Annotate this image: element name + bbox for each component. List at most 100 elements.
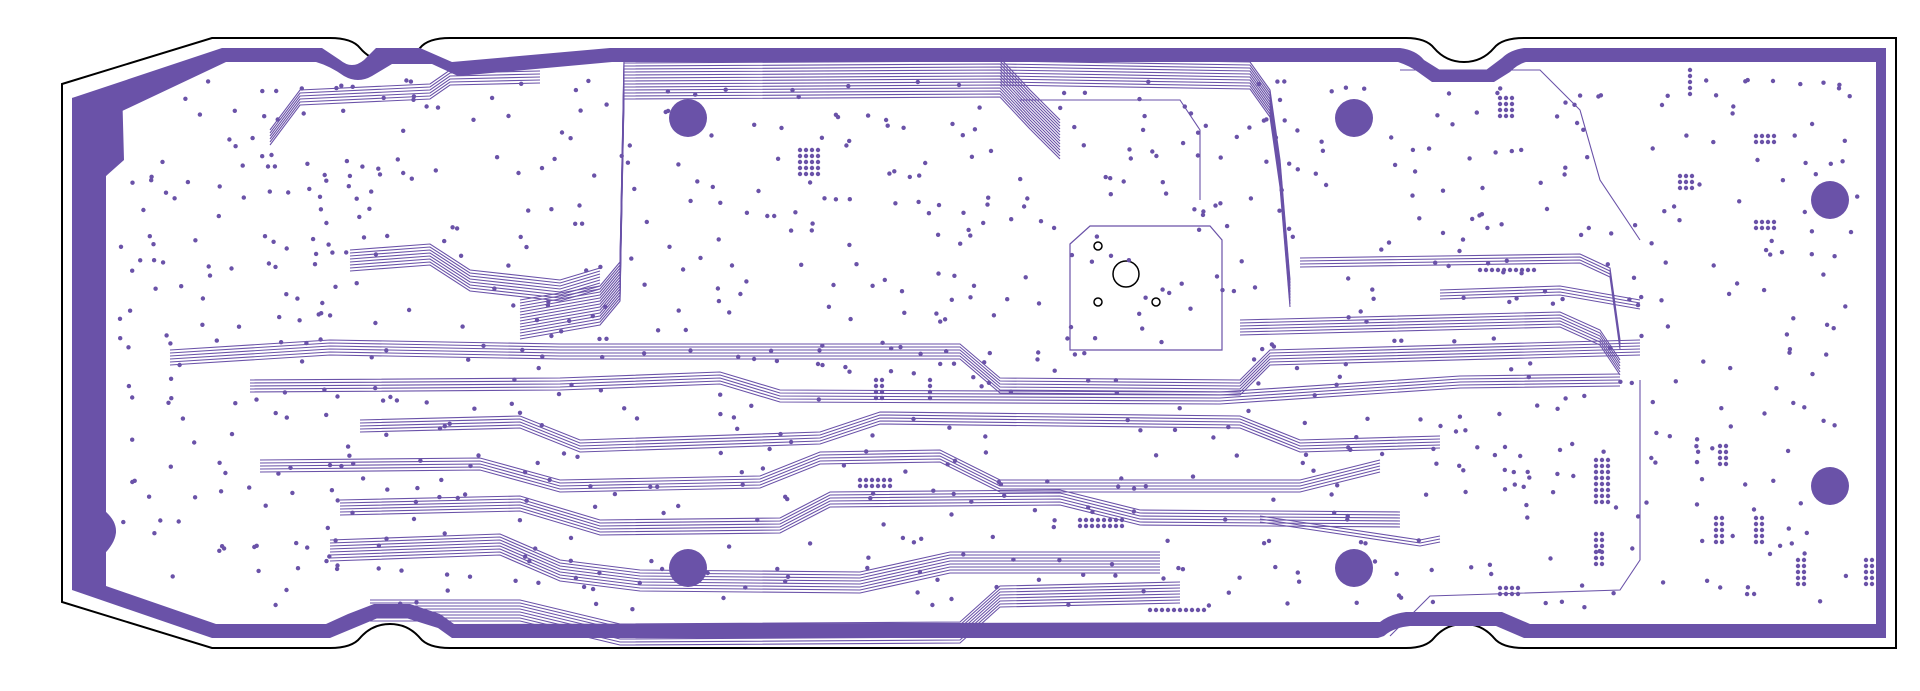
via [1450, 122, 1455, 127]
via [1226, 424, 1231, 430]
via [1599, 463, 1605, 469]
via [590, 313, 595, 319]
via [1457, 463, 1462, 468]
via [1493, 150, 1498, 155]
via [915, 79, 920, 85]
pcb-trace [169, 342, 1641, 384]
via [1295, 167, 1301, 172]
via [406, 307, 412, 313]
via [1802, 405, 1807, 410]
via [401, 128, 406, 133]
via [1011, 557, 1016, 562]
via [158, 518, 163, 523]
via [783, 579, 788, 584]
via [1114, 390, 1120, 395]
via [1665, 93, 1670, 99]
via [549, 207, 554, 212]
via [299, 359, 305, 364]
via [1840, 159, 1845, 164]
via [1077, 523, 1083, 529]
via [879, 383, 885, 389]
via [1092, 336, 1098, 341]
pcb-trace [519, 90, 1061, 334]
via [1798, 81, 1803, 87]
via [581, 584, 587, 590]
via [1765, 133, 1771, 139]
via [1694, 459, 1700, 465]
via [603, 304, 608, 309]
via [275, 117, 280, 122]
via [1503, 585, 1509, 591]
via [367, 206, 372, 211]
via [138, 258, 143, 263]
via [844, 143, 849, 148]
via [1364, 319, 1369, 324]
via [424, 104, 429, 109]
via [380, 398, 386, 403]
via [739, 470, 744, 475]
via [1052, 518, 1057, 523]
via [439, 477, 444, 483]
via [295, 566, 301, 571]
via [809, 171, 815, 177]
via [718, 392, 723, 397]
pcb-trace [370, 590, 1181, 634]
via [1277, 208, 1282, 213]
via [1599, 481, 1605, 487]
pcb-trace [1439, 291, 1641, 307]
via [1154, 153, 1159, 159]
via [284, 415, 289, 420]
via [1521, 484, 1526, 489]
via [1801, 563, 1807, 569]
via [385, 487, 390, 492]
via [1821, 272, 1826, 277]
via [1863, 563, 1869, 569]
via [1188, 111, 1194, 116]
via [1663, 260, 1668, 265]
via [926, 211, 932, 216]
via [1090, 509, 1095, 515]
via [517, 518, 523, 523]
via [227, 137, 232, 142]
via [1234, 453, 1240, 458]
via [1201, 209, 1206, 214]
via [604, 336, 609, 341]
via [820, 343, 825, 348]
via [1869, 557, 1875, 563]
via [267, 189, 272, 194]
via [361, 235, 367, 240]
via [1509, 367, 1514, 372]
via [1503, 113, 1509, 119]
via [330, 250, 335, 255]
via [414, 600, 419, 605]
via [935, 577, 940, 582]
via [930, 602, 935, 608]
via [1137, 96, 1142, 102]
via [1052, 368, 1057, 373]
via [1763, 247, 1769, 253]
via [803, 165, 809, 171]
via [1116, 484, 1121, 489]
via [1036, 577, 1042, 582]
via [863, 477, 869, 483]
via [1140, 326, 1145, 331]
pcb-trace [1299, 259, 1621, 347]
via [1495, 90, 1500, 96]
via [1353, 568, 1358, 573]
via [1719, 539, 1725, 545]
via [1495, 267, 1501, 273]
via [200, 296, 206, 301]
via [630, 607, 635, 612]
via [822, 196, 827, 201]
mounting-hole [1335, 549, 1373, 587]
via [1329, 492, 1334, 497]
via [716, 237, 721, 242]
via [1562, 172, 1567, 177]
via [467, 574, 473, 579]
pcb-trace [1259, 515, 1441, 541]
via [511, 303, 516, 308]
via [1077, 517, 1083, 523]
via [1723, 461, 1729, 467]
via [567, 318, 572, 324]
via [471, 117, 476, 123]
